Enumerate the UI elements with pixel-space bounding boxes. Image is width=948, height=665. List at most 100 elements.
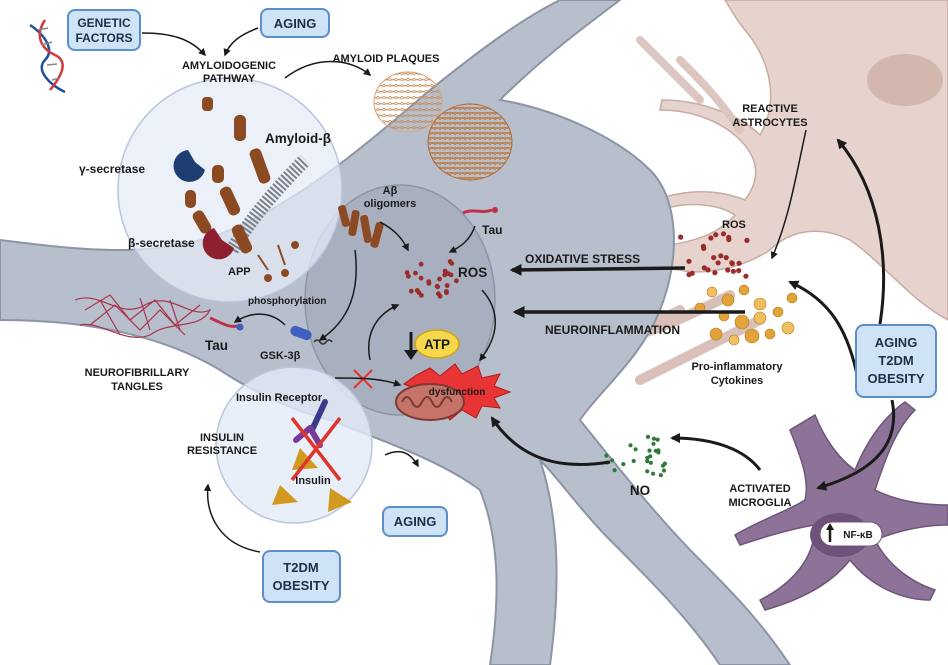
insulin-resistance-circle (215, 366, 373, 524)
neuron-nucleus (304, 184, 496, 416)
cytokine-dot (721, 293, 735, 307)
aging-top-box: AGING (260, 8, 330, 38)
ros-dots-center (404, 259, 459, 299)
no-dot (660, 463, 666, 468)
ros-dot (708, 235, 714, 241)
amyloid-beta-fragments (185, 97, 299, 282)
ros-dot (736, 260, 742, 266)
insulin-icons (272, 448, 352, 512)
insulin-resistance-label: INSULIN (200, 432, 244, 444)
neurofibrillary-tangles-label: NEUROFIBRILLARY (85, 367, 190, 379)
neurofibrillary-tangles-label-2: TANGLES (111, 381, 163, 393)
ros-dot (678, 234, 684, 240)
astrocyte-nucleus (867, 54, 943, 106)
neuron-cell (0, 0, 792, 665)
ros-dot (406, 273, 411, 279)
no-dot (645, 459, 650, 464)
ros-dot (437, 276, 442, 282)
insulin-label: Insulin (295, 475, 331, 487)
ros-dot (426, 279, 432, 284)
atp-down-arrow-icon (404, 332, 418, 360)
ros-dot (418, 275, 424, 281)
abeta-oligomers-label-2: oligomers (364, 198, 417, 210)
ros-dot (718, 253, 724, 259)
ros-dot (712, 270, 718, 276)
ros-dot (413, 270, 418, 276)
cytokine-dot (772, 306, 784, 318)
no-dot (612, 468, 617, 473)
abeta-oligomers-icon (337, 205, 384, 248)
cytokine-dot (728, 334, 740, 346)
dna-icon (29, 19, 66, 94)
reactive-astrocytes-label-2: ASTROCYTES (732, 117, 807, 129)
atp-label: ATP (424, 337, 450, 352)
cytokine-dot (753, 297, 767, 311)
cytokine-dot (706, 286, 718, 298)
amyloidogenic-pathway-label-2: PATHWAY (203, 73, 256, 85)
svg-text:AGING: AGING (875, 335, 918, 350)
cytokine-dot (738, 284, 750, 296)
svg-text:OBESITY: OBESITY (272, 578, 329, 593)
cytokine-dot (734, 314, 750, 330)
ros-dot (726, 236, 732, 243)
neurofibrillary-tangles-icon (74, 294, 212, 338)
cytokine-dot (753, 311, 767, 325)
insulin-resistance-label-2: RESISTANCE (187, 445, 257, 457)
arrows (141, 27, 896, 553)
no-dot (655, 437, 660, 442)
tau-upper-label: Tau (482, 223, 502, 237)
svg-text:AGING: AGING (394, 514, 437, 529)
ros-dot (436, 291, 441, 297)
no-dot (645, 455, 650, 460)
genetic-factors-box: GENETIC FACTORS (67, 9, 141, 51)
gamma-secretase-label: γ-secretase (79, 162, 145, 176)
no-dot (656, 450, 661, 455)
gsk3b-label: GSK-3β (260, 350, 301, 362)
svg-text:T2DM: T2DM (283, 560, 318, 575)
svg-text:GENETIC: GENETIC (77, 16, 131, 30)
ros-center-label: ROS (458, 265, 487, 280)
no-dot (633, 447, 638, 452)
no-dot (628, 443, 633, 448)
amyloid-plaques-icon (373, 71, 513, 181)
ros-dot (715, 260, 721, 266)
ros-dot (449, 261, 455, 266)
tau-lower-label: Tau (205, 338, 228, 353)
svg-text:NF-κB: NF-κB (843, 530, 872, 541)
no-dot (631, 458, 636, 464)
no-label: NO (630, 483, 650, 498)
cytokine-dots (694, 284, 798, 346)
t2dm-obesity-box: T2DM OBESITY (262, 550, 341, 603)
tau-upper-icon (462, 207, 498, 215)
mitochondrion-icon (395, 383, 465, 421)
ros-dot (419, 293, 424, 298)
ros-dot (454, 278, 459, 284)
ros-dot (448, 272, 454, 278)
atp-badge (414, 329, 460, 359)
activated-microglia-label: ACTIVATED (729, 483, 790, 495)
proinflammatory-cytokines-label: Pro-inflammatory (691, 361, 783, 373)
ros-dot (404, 270, 410, 275)
svg-text:OBESITY: OBESITY (867, 371, 924, 386)
ros-dots-right (678, 231, 750, 279)
cytokine-dot (744, 328, 760, 344)
ros-dot (711, 255, 717, 261)
ros-dot (723, 255, 729, 261)
oxidative-stress-label: OXIDATIVE STRESS (525, 252, 640, 266)
no-dot (651, 441, 656, 446)
no-dot (661, 468, 667, 473)
insulin-receptor-label: Insulin Receptor (236, 392, 323, 404)
no-dot (651, 436, 657, 441)
ros-dot (729, 260, 735, 267)
ros-dot (444, 283, 450, 288)
ros-dot (705, 267, 711, 273)
ros-dot (713, 232, 719, 238)
no-dot (645, 434, 651, 439)
no-dot (645, 469, 650, 474)
proinflammatory-cytokines-label-2: Cytokines (711, 375, 764, 387)
ros-dot (444, 290, 449, 296)
ros-right-label: ROS (722, 219, 746, 231)
ros-dot (686, 258, 692, 264)
cytokine-dot (709, 327, 723, 341)
no-dot (648, 460, 653, 465)
